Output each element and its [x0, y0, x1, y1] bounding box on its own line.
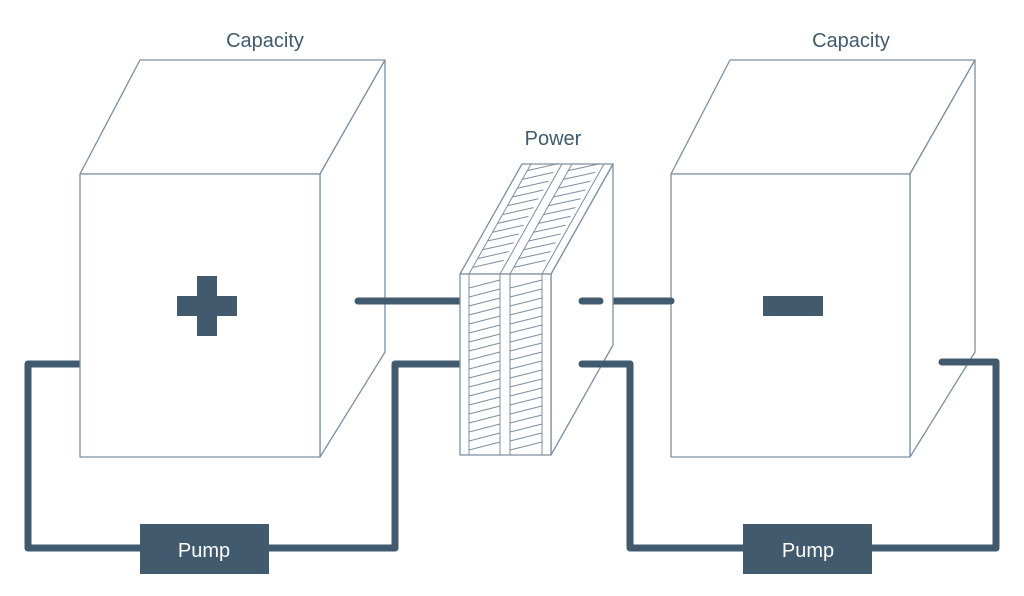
stack-top-hatch-line	[527, 163, 559, 172]
stack-top-hatch-line	[563, 171, 596, 180]
stack-hatch-line	[468, 441, 501, 451]
stack-top-hatch-line	[538, 215, 571, 224]
stack-top-hatch-line	[543, 207, 576, 216]
stack-top-hatch-line	[487, 233, 519, 242]
stack-top-hatch-line	[553, 189, 586, 198]
stack-hatch-line	[509, 369, 543, 379]
stack-hatch-line	[468, 297, 501, 307]
stack-hatch-line	[468, 324, 501, 334]
right-tank-label: Capacity	[812, 30, 890, 52]
right-pump: Pump	[743, 524, 872, 574]
stack-hatch-line	[509, 441, 543, 451]
stack-hatch-line	[509, 360, 543, 370]
stack-hatch-line	[468, 315, 501, 325]
stack-top-hatch-line	[523, 242, 556, 251]
right-tank: Capacity	[670, 30, 976, 458]
right-pump-box	[743, 524, 872, 574]
stack-hatch-line	[468, 414, 501, 424]
stack-top-hatch-line	[558, 180, 591, 189]
stack-top-hatch-line	[548, 198, 581, 207]
stack-hatch-line	[468, 396, 501, 406]
stack-hatching	[468, 163, 605, 456]
stack-hatch-line	[468, 405, 501, 415]
stack-top-hatch-line	[477, 251, 509, 260]
stack-hatch-line	[509, 315, 543, 325]
stack-front-face	[459, 273, 552, 456]
left-tank: Capacity	[79, 30, 386, 458]
stack-hatch-line	[468, 423, 501, 433]
stack-hatch-line	[468, 369, 501, 379]
stack-label: Power	[525, 128, 582, 150]
stack-hatch-line	[468, 432, 501, 442]
stack-top-hatch-line	[512, 189, 544, 198]
stack-top-hatch-line	[492, 224, 524, 233]
stack-hatch-line	[468, 360, 501, 370]
stack-hatch-line	[509, 378, 543, 388]
stack-hatch-line	[509, 414, 543, 424]
stack-hatch-line	[509, 396, 543, 406]
stack-top-hatch-line	[482, 242, 514, 251]
stack-top-hatch-line	[502, 207, 534, 216]
stack-top-membrane-strip	[468, 163, 563, 275]
stack-top-hatch-line	[533, 224, 566, 233]
stack-hatch-line	[509, 324, 543, 334]
power-stack: Power	[459, 128, 614, 456]
stack-hatch-line	[509, 405, 543, 415]
stack-hatch-line	[468, 288, 501, 298]
stack-hatch-line	[468, 306, 501, 316]
stack-hatch-line	[509, 423, 543, 433]
stack-top-hatch-line	[472, 259, 504, 268]
left-pipe-loop	[24, 360, 464, 552]
left-loop-return-pipe	[261, 360, 464, 552]
left-tank-label: Capacity	[226, 30, 304, 52]
stack-top-hatch-line	[513, 259, 546, 268]
stack-top-hatch-line	[497, 215, 529, 224]
stack-hatch-line	[468, 342, 501, 352]
stack-hatch-line	[468, 387, 501, 397]
stack-top-hatch-line	[568, 163, 601, 172]
stack-hatch-line	[509, 342, 543, 352]
stack-hatch-line	[509, 432, 543, 442]
stack-top-hatch-line	[522, 171, 554, 180]
left-pump-label: Pump	[178, 540, 230, 562]
stack-hatch-line	[509, 288, 543, 298]
left-pump-box	[140, 524, 269, 574]
stack-hatch-line	[509, 351, 543, 361]
stack-top-hatch-line	[518, 251, 551, 260]
stack-hatch-line	[509, 297, 543, 307]
plus-sign-icon	[177, 276, 237, 336]
stack-hatch-line	[509, 387, 543, 397]
stack-hatch-line	[468, 333, 501, 343]
stack-hatch-line	[509, 333, 543, 343]
stack-hatch-line	[509, 306, 543, 316]
right-pump-label: Pump	[782, 540, 834, 562]
stack-top-hatch-line	[507, 198, 539, 207]
left-loop-pipe	[24, 360, 154, 552]
stack-hatch-line	[468, 378, 501, 388]
stack-top-membrane-strip	[509, 163, 605, 275]
stack-top-hatch-line	[517, 180, 549, 189]
stack-hatch-line	[468, 279, 501, 289]
left-pump: Pump	[140, 524, 269, 574]
stack-hatch-line	[468, 351, 501, 361]
stack-hatch-line	[509, 279, 543, 289]
stack-top-hatch-line	[528, 233, 561, 242]
minus-sign-icon	[763, 296, 823, 316]
